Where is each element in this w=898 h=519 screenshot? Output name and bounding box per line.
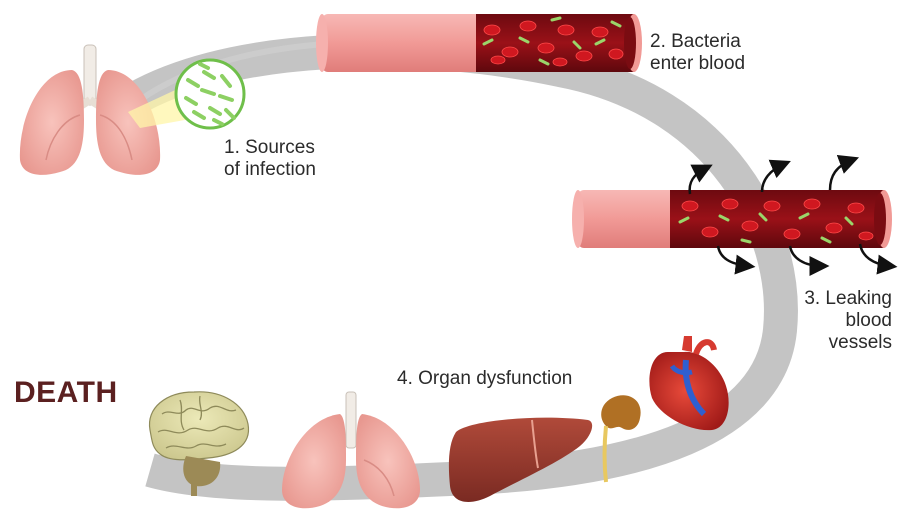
label-line: blood xyxy=(792,310,892,332)
death-label: DEATH xyxy=(14,376,118,410)
label-bacteria-enter-blood: 2. Bacteria enter blood xyxy=(650,31,745,75)
blood-vessel-icon xyxy=(316,14,642,72)
label-line: 1. Sources xyxy=(224,137,316,159)
bacteria-magnified-icon xyxy=(176,60,244,128)
label-sources-of-infection: 1. Sources of infection xyxy=(224,137,316,181)
label-line: 2. Bacteria xyxy=(650,31,745,53)
label-line: 3. Leaking xyxy=(792,288,892,310)
label-line: enter blood xyxy=(650,53,745,75)
heart-icon xyxy=(649,336,728,430)
label-line: vessels xyxy=(792,332,892,354)
label-line: of infection xyxy=(224,159,316,181)
label-organ-dysfunction: 4. Organ dysfunction xyxy=(397,368,572,390)
label-leaking-blood-vessels: 3. Leaking blood vessels xyxy=(792,288,892,354)
